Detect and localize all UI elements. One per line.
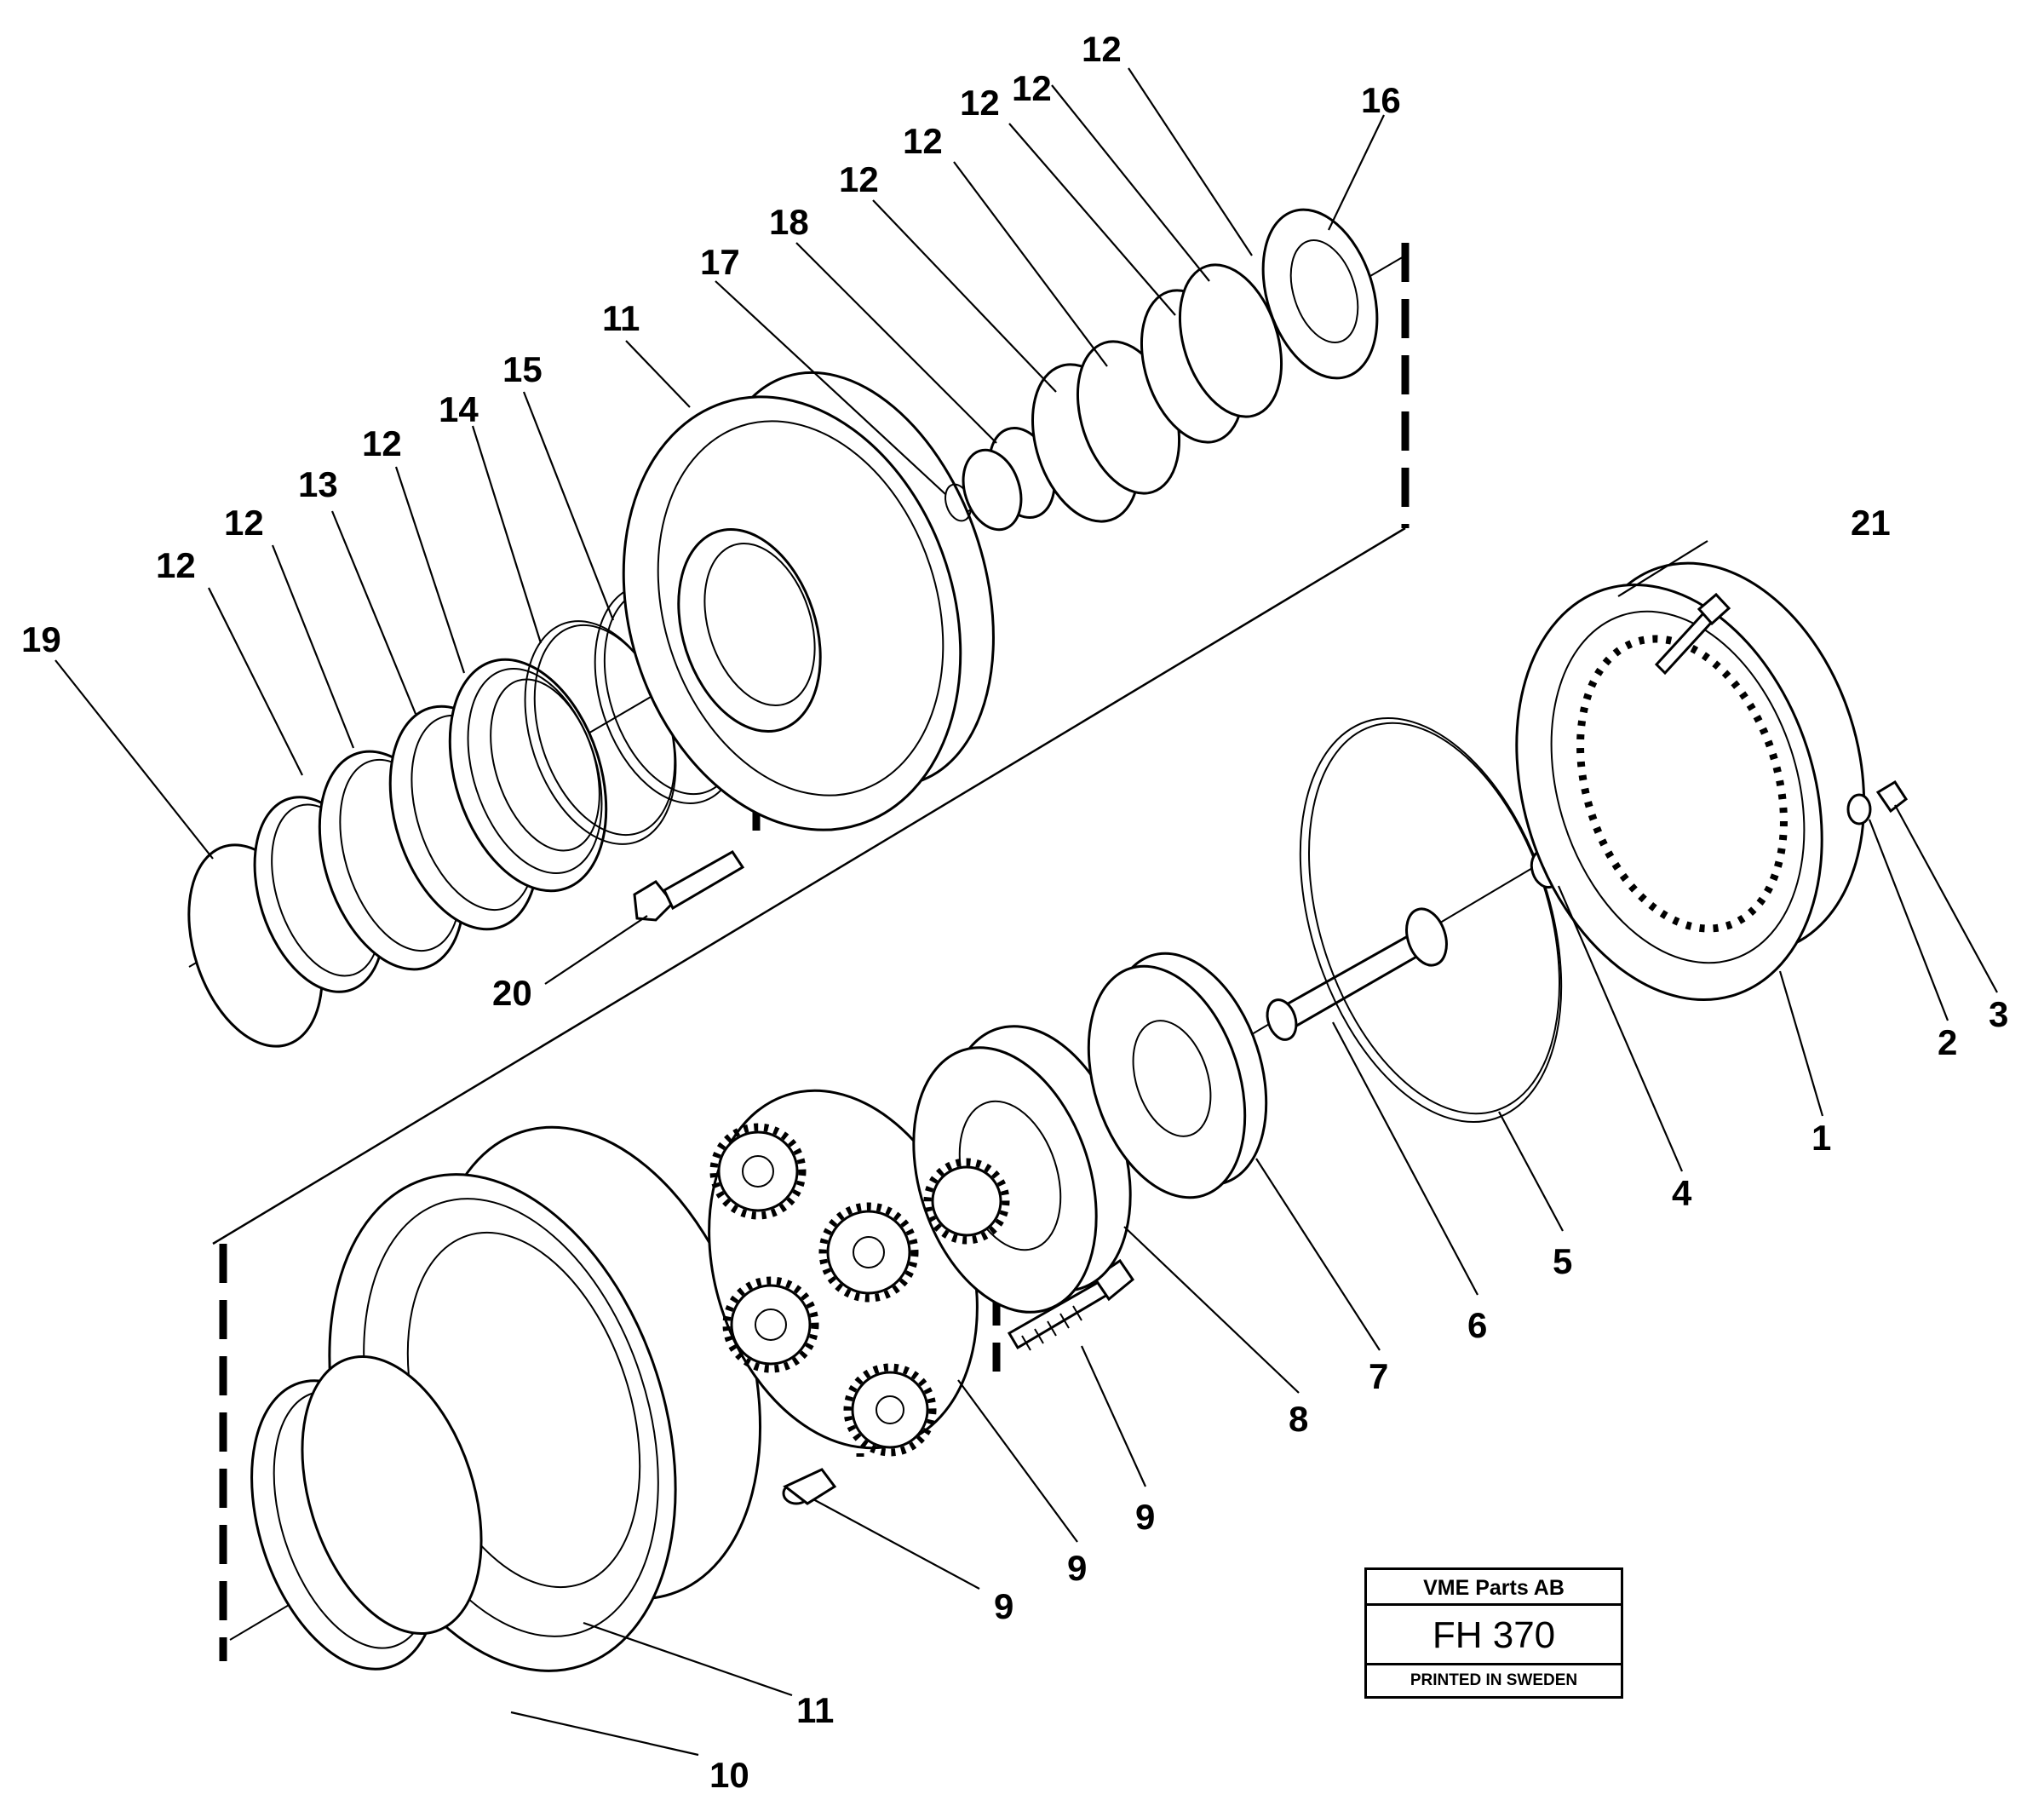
part-2-washer bbox=[1846, 793, 1872, 825]
callout-12-f: 12 bbox=[960, 83, 1000, 123]
callout-11-lower: 11 bbox=[796, 1690, 834, 1730]
callout-2: 2 bbox=[1938, 1022, 1957, 1062]
callout-19: 19 bbox=[21, 619, 61, 659]
callout-21: 21 bbox=[1851, 503, 1891, 543]
callout-12-b: 12 bbox=[224, 503, 264, 543]
part-9-planet-gear-top bbox=[709, 1123, 807, 1220]
part-1-ring-gear-housing bbox=[1515, 561, 1866, 1001]
printed-note: PRINTED IN SWEDEN bbox=[1410, 1671, 1578, 1689]
drawing-number: FH 370 bbox=[1367, 1606, 1621, 1665]
callout-8: 8 bbox=[1289, 1399, 1308, 1439]
part-9-pin bbox=[782, 1468, 837, 1505]
callout-12-e: 12 bbox=[903, 121, 943, 161]
part-20-bolt bbox=[633, 850, 745, 922]
callout-7: 7 bbox=[1369, 1356, 1388, 1396]
callout-4: 4 bbox=[1672, 1173, 1692, 1213]
company-name: VME Parts AB bbox=[1367, 1570, 1621, 1606]
part-21-bolt bbox=[1654, 592, 1731, 676]
part-6-shaft bbox=[1266, 907, 1448, 1041]
part-11-upper-hub bbox=[622, 371, 995, 831]
callout-12-c: 12 bbox=[362, 423, 402, 463]
callout-3: 3 bbox=[1989, 994, 2008, 1034]
callout-12-g: 12 bbox=[1012, 68, 1052, 108]
callout-16: 16 bbox=[1361, 80, 1401, 120]
part-7-gear-assembly bbox=[1087, 952, 1268, 1199]
callout-13: 13 bbox=[298, 464, 338, 504]
callout-17: 17 bbox=[700, 242, 740, 282]
part-3-plug bbox=[1875, 779, 1909, 814]
callout-15: 15 bbox=[502, 349, 543, 389]
part-8-sun-gear-carrier bbox=[912, 1025, 1132, 1314]
title-block: VME Parts AB FH 370 PRINTED IN SWEDEN bbox=[1364, 1567, 1623, 1699]
callout-12-d: 12 bbox=[839, 159, 879, 199]
part-9-planet-gear-bottom bbox=[843, 1363, 937, 1457]
part-9-planet-gear-center bbox=[818, 1202, 919, 1303]
callout-20: 20 bbox=[492, 973, 532, 1013]
callout-labels: 1 2 3 4 5 6 7 8 9 9 9 9 10 11 11 12 12 1… bbox=[21, 29, 2008, 1795]
callout-5: 5 bbox=[1553, 1241, 1572, 1281]
callout-14: 14 bbox=[439, 389, 479, 429]
part-13-roller-bearing bbox=[448, 658, 608, 893]
callout-1: 1 bbox=[1811, 1118, 1831, 1158]
part-11-lower-hub bbox=[301, 1125, 762, 1672]
part-9-planet-gear-left bbox=[722, 1276, 819, 1373]
diagonal-connector-line bbox=[212, 526, 1406, 1245]
callout-9-pin: 9 bbox=[994, 1586, 1013, 1626]
callout-9-bolt: 9 bbox=[1135, 1497, 1155, 1537]
callout-11-upper: 11 bbox=[602, 298, 640, 338]
leader-lines bbox=[55, 67, 1998, 1757]
callout-10: 10 bbox=[709, 1755, 749, 1795]
callout-12-h: 12 bbox=[1082, 29, 1122, 69]
callout-12-a: 12 bbox=[156, 545, 196, 585]
part-16-thrust-disc bbox=[1261, 208, 1379, 380]
callout-6: 6 bbox=[1467, 1305, 1487, 1345]
callout-18: 18 bbox=[769, 202, 809, 242]
callout-9-carrier: 9 bbox=[1067, 1548, 1087, 1588]
